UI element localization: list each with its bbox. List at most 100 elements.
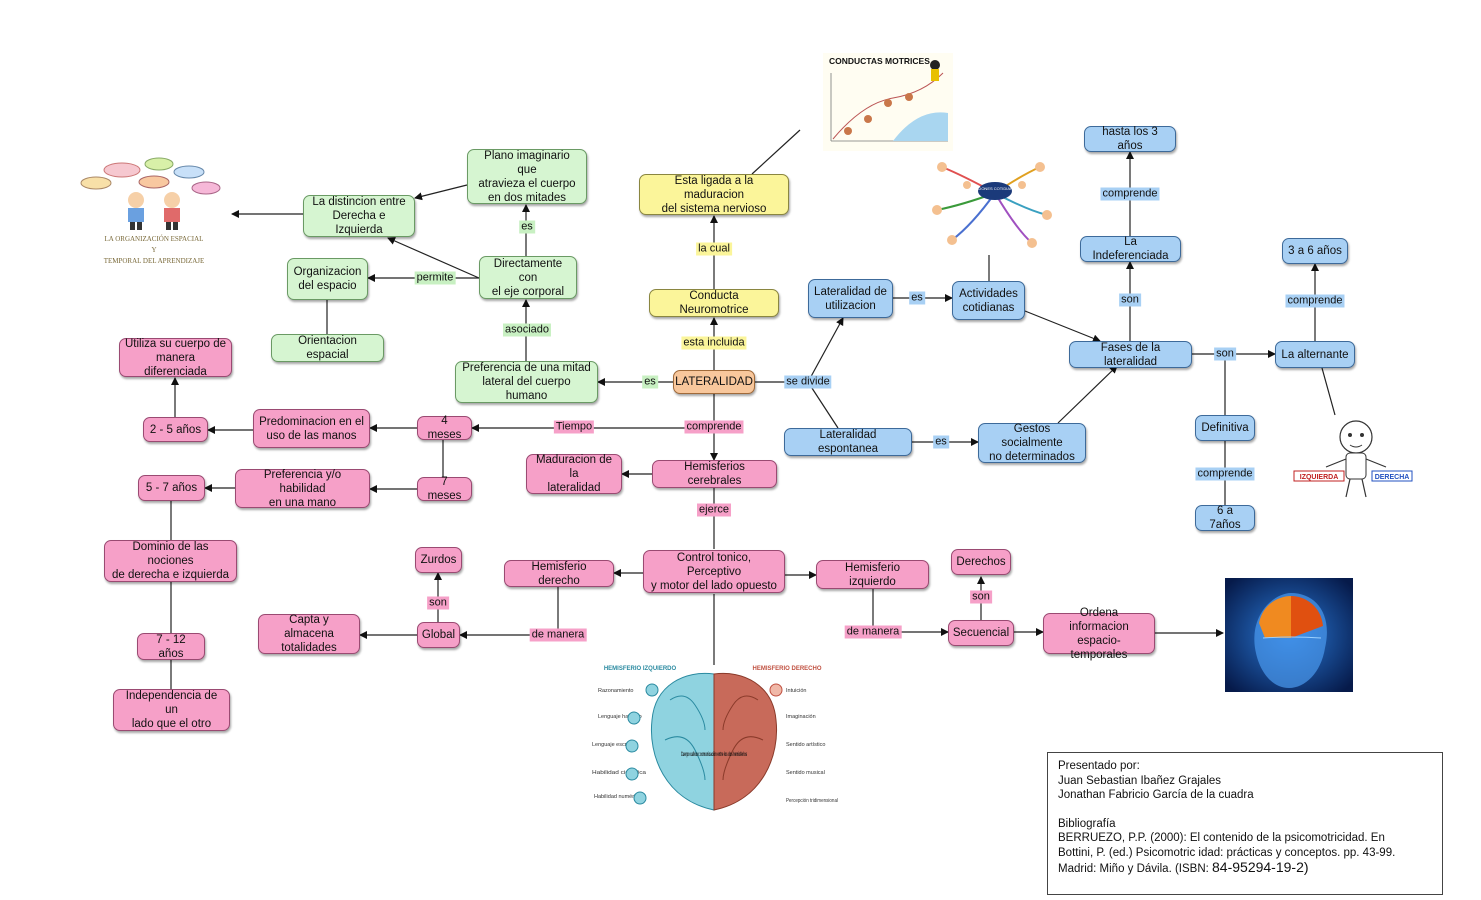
node-4-meses[interactable]: 4 meses [417, 415, 472, 441]
brain-hemispheres-illustration: HEMISFERIO IZQUIERDO HEMISFERIO DERECHO … [592, 666, 838, 811]
node-independencia[interactable]: Independencia de un lado que el otro [113, 689, 230, 731]
node-preferencia-mitad[interactable]: Preferencia de una mitad lateral del cue… [455, 361, 598, 403]
link-label-esta-incluida: esta incluida [681, 336, 747, 350]
brain-left-item-2: Lenguaje hablado [598, 714, 642, 720]
acciones-cotidianas-center: ACCIONES COTIDIANAS [972, 186, 1019, 191]
link-gestos-fases [1057, 365, 1118, 424]
node-actividades-cotidianas[interactable]: Actividades cotidianas [952, 281, 1025, 320]
link-label-son-alternante: son [1214, 347, 1236, 361]
node-derechos[interactable]: Derechos [951, 549, 1011, 575]
derecha-label: DERECHA [1375, 474, 1410, 481]
conductas-motrices-illustration: CONDUCTAS MOTRICES [823, 53, 953, 151]
brain-photo-illustration [1225, 578, 1353, 692]
node-fases-lateralidad[interactable]: Fases de la lateralidad [1069, 341, 1192, 368]
node-control-tonico[interactable]: Control tonico, Perceptivo y motor del l… [643, 550, 785, 593]
link-label-es-preferencia: es [642, 375, 658, 389]
brain-right-item-4: Sentido musical [786, 770, 825, 776]
node-2-5-anos[interactable]: 2 - 5 años [143, 417, 208, 442]
organizacion-caption-1: LA ORGANIZACIÓN ESPACIAL [105, 235, 204, 243]
link-actividades-fases [1024, 310, 1101, 343]
node-esta-ligada[interactable]: Esta ligada a la maduracion del sistema … [639, 174, 789, 215]
node-distincion[interactable]: La distincion entre Derecha e Izquierda [303, 195, 415, 237]
node-hemisferios-cerebrales[interactable]: Hemisferios cerebrales [652, 460, 777, 488]
node-secuencial[interactable]: Secuencial [948, 620, 1014, 646]
link-label-permite: permite [414, 271, 456, 285]
node-plano-imaginario[interactable]: Plano imaginario que atravieza el cuerpo… [467, 149, 587, 204]
link-label-se-divide: se divide [784, 375, 832, 389]
izquierda-label: IZQUIERDA [1300, 474, 1339, 481]
link-label-son-derechos: son [970, 590, 992, 604]
node-lateralidad-utilizacion[interactable]: Lateralidad de utilizacion [808, 279, 893, 318]
brain-right-title: HEMISFERIO DERECHO [752, 666, 821, 672]
credits-author-2: Jonathan Fabricio García de la cuadra [1058, 789, 1254, 801]
brain-right-item-3: Sentido artístico [786, 742, 825, 748]
link-label-son-zurdos: son [427, 596, 449, 610]
credits-ref-1: BERRUEZO, P.P. (2000): El contenido de l… [1058, 832, 1385, 844]
node-6-7-anos[interactable]: 6 a 7años [1195, 505, 1255, 531]
link-label-de-manera-izquierdo: de manera [844, 625, 902, 639]
node-ordena-informacion[interactable]: Ordena informacion espacio-temporales [1043, 607, 1155, 661]
credits-ref-3: Madrid: Miño y Dávila. (ISBN: [1058, 863, 1213, 875]
node-predominacion[interactable]: Predominacion en el uso de las manos [253, 409, 370, 448]
credits-author-1: Juan Sebastian Ibañez Grajales [1058, 774, 1222, 787]
organizacion-caption-3: TEMPORAL DEL APRENDIZAJE [104, 257, 205, 265]
node-la-indeferenciada[interactable]: La Indeferenciada [1080, 236, 1181, 262]
link-label-es-plano: es [519, 220, 535, 234]
node-la-alternante[interactable]: La alternante [1275, 341, 1355, 368]
link-label-son-fases: son [1119, 293, 1141, 307]
link-ligada-conductas-img [751, 129, 801, 175]
credits-ref-3-line: Madrid: Miño y Dávila. (ISBN: 84-95294-1… [1058, 860, 1432, 877]
brain-left-item-1: Razonamiento [598, 688, 633, 694]
node-hasta-3-anos[interactable]: hasta los 3 años [1084, 126, 1176, 152]
acciones-cotidianas-illustration: ACCIONES COTIDIANAS [922, 155, 1058, 255]
brain-left-item-5: Habilidad numérica [594, 794, 642, 800]
link-alternante-img [1321, 367, 1336, 416]
link-label-comprende-alternante: comprende [1285, 294, 1345, 308]
node-maduracion-lateralidad[interactable]: Maduracion de la lateralidad [526, 454, 622, 494]
brain-left-item-4: Habilidad científica [592, 770, 647, 776]
link-plano-distincion [414, 184, 468, 201]
node-zurdos[interactable]: Zurdos [415, 547, 462, 573]
node-conducta-neuromotrice[interactable]: Conducta Neuromotrice [649, 289, 779, 317]
link-label-es-espontanea: es [933, 435, 949, 449]
credits-ref-2: Bottini, P. (ed.) Psicomotric idad: prác… [1058, 846, 1396, 859]
node-directamente[interactable]: Directamente con el eje corporal [479, 256, 577, 299]
brain-center-label: Cuerpo calloso: comunicación entre los d… [681, 752, 747, 758]
link-label-comprende-hemisferios: comprende [684, 420, 744, 434]
node-organizacion-espacio[interactable]: Organizacion del espacio [287, 258, 368, 300]
link-label-asociado: asociado [502, 323, 552, 337]
brain-left-item-3: Lenguaje escrito [592, 742, 632, 748]
node-gestos-socialmente[interactable]: Gestos socialmente no determinados [978, 423, 1086, 463]
node-capta-almacena[interactable]: Capta y almacena totalidades [258, 614, 360, 654]
link-label-es-utilizacion: es [909, 291, 925, 305]
node-7-12-anos[interactable]: 7 - 12 años [137, 633, 205, 660]
link-directamente-distincion [387, 237, 480, 279]
node-7-meses[interactable]: 7 meses [417, 476, 472, 502]
node-dominio-nociones[interactable]: Dominio de las nociones de derecha e izq… [104, 540, 237, 582]
node-3-6-anos[interactable]: 3 a 6 años [1282, 238, 1348, 264]
node-preferencia-habilidad[interactable]: Preferencia y/o habilidad en una mano [235, 469, 370, 509]
link-label-comprende-indeferenciada: comprende [1100, 187, 1160, 201]
node-lateralidad-espontanea[interactable]: Lateralidad espontanea [784, 428, 912, 456]
link-label-la-cual: la cual [696, 242, 732, 256]
node-hemisferio-derecho[interactable]: Hemisferio derecho [504, 560, 614, 587]
node-definitiva[interactable]: Definitiva [1195, 415, 1255, 441]
organizacion-espacial-illustration: LA ORGANIZACIÓN ESPACIAL Y TEMPORAL DEL … [80, 157, 221, 265]
node-5-7-anos[interactable]: 5 - 7 años [138, 475, 205, 501]
link-sedivide-espontanea [807, 381, 839, 429]
node-utiliza-cuerpo[interactable]: Utiliza su cuerpo de manera diferenciada [119, 338, 232, 378]
link-label-tiempo: Tiempo [553, 420, 595, 434]
node-hemisferio-izquierdo[interactable]: Hemisferio izquierdo [816, 560, 929, 589]
node-lateralidad[interactable]: LATERALIDAD [673, 370, 755, 394]
brain-left-title: HEMISFERIO IZQUIERDO [604, 666, 677, 672]
link-label-de-manera-derecho: de manera [529, 628, 587, 642]
node-orientacion-espacial[interactable]: Orientacion espacial [271, 334, 384, 362]
brain-right-item-5: Percepción tridimensional [786, 798, 838, 804]
node-global[interactable]: Global [417, 622, 460, 648]
credits-box: Presentado por: Juan Sebastian Ibañez Gr… [1047, 752, 1443, 895]
conductas-motrices-title: CONDUCTAS MOTRICES [829, 56, 930, 66]
brain-right-item-2: Imaginación [786, 714, 816, 720]
brain-right-item-1: Intuición [786, 688, 807, 694]
credits-presentado: Presentado por: [1058, 760, 1140, 772]
izquierda-derecha-illustration: IZQUIERDA DERECHA [1293, 420, 1413, 498]
